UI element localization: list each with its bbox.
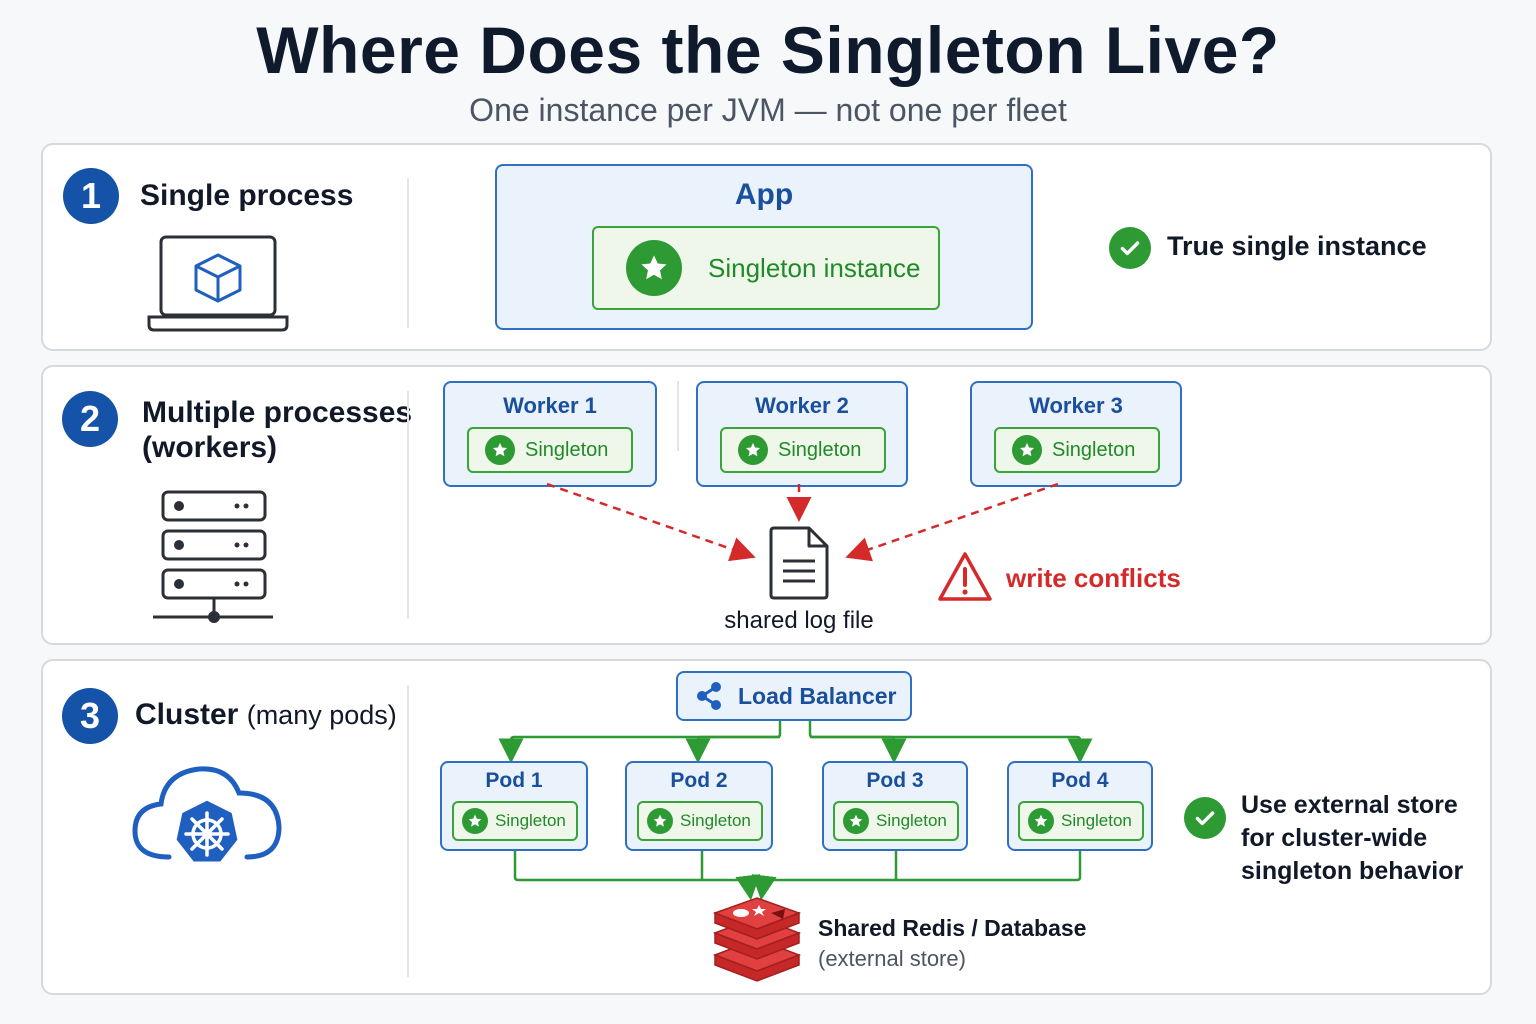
worker-box: Worker 3 Singleton (970, 381, 1182, 487)
star-icon (843, 808, 869, 834)
panel-divider (677, 381, 679, 451)
step-number-3: 3 (62, 688, 118, 744)
singleton-label: Singleton (495, 811, 566, 830)
worker-box: Worker 2 Singleton (696, 381, 908, 487)
document-icon (769, 526, 829, 600)
panel-title: Single process (140, 179, 354, 212)
star-icon (647, 808, 673, 834)
result-text: Use external store for cluster-wide sing… (1241, 789, 1463, 888)
star-icon (738, 435, 768, 465)
singleton-label: Singleton (876, 811, 947, 830)
panel-title-light: (many pods) (246, 700, 397, 730)
check-circle-icon (1109, 227, 1151, 269)
result-line: Use external store (1241, 791, 1458, 819)
pod-box: Pod 1 Singleton (440, 761, 588, 851)
singleton-box: Singleton (467, 427, 633, 473)
check-circle-icon (1184, 797, 1226, 839)
store-title: Shared Redis / Database (818, 915, 1087, 941)
server-rack-icon (153, 490, 273, 623)
app-label: App (734, 178, 794, 211)
singleton-label: Singleton (1061, 811, 1132, 830)
result-text: True single instance (1167, 231, 1427, 261)
redis-icon (712, 897, 802, 982)
panel-title: Cluster (many pods) (135, 697, 397, 733)
warning-triangle-icon (938, 552, 992, 601)
worker-label: Worker 3 (1029, 393, 1123, 418)
step-number-2: 2 (62, 391, 118, 447)
panel-cluster: 3 Cluster (many pods) (41, 659, 1492, 995)
load-balancer-box: Load Balancer (676, 671, 912, 721)
singleton-instance-label: Singleton instance (708, 252, 921, 283)
share-icon (697, 682, 721, 710)
singleton-box: Singleton (994, 427, 1160, 473)
singleton-label: Singleton (525, 438, 609, 461)
result-line: for cluster-wide (1241, 824, 1428, 852)
load-balancer-label: Load Balancer (738, 682, 897, 709)
singleton-box: Singleton (720, 427, 886, 473)
panel-title-bold: Cluster (135, 698, 239, 731)
laptop-cube-icon (147, 235, 289, 332)
warning-text: write conflicts (1006, 563, 1181, 593)
store-subtitle: (external store) (818, 946, 966, 971)
page-subtitle: One instance per JVM — not one per fleet (469, 92, 1067, 128)
page-title: Where Does the Singleton Live? (256, 13, 1280, 87)
singleton-box: Singleton (452, 801, 578, 841)
step-number-1: 1 (63, 168, 119, 224)
panel-single-process: 1 Single process App Singleton instance … (41, 143, 1492, 351)
pod-label: Pod 3 (866, 769, 924, 792)
singleton-label: Singleton (680, 811, 751, 830)
star-icon (1012, 435, 1042, 465)
pod-label: Pod 2 (670, 769, 728, 792)
pod-box: Pod 3 Singleton (822, 761, 968, 851)
pod-label: Pod 1 (485, 769, 543, 792)
star-icon (462, 808, 488, 834)
star-icon (485, 435, 515, 465)
panel-divider (407, 391, 409, 619)
singleton-label: Singleton (778, 438, 862, 461)
singleton-box: Singleton (1018, 801, 1144, 841)
panel-divider (407, 178, 409, 328)
pod-box: Pod 4 Singleton (1007, 761, 1153, 851)
star-icon (626, 240, 682, 296)
panel-title-line-1: Multiple processes (142, 396, 413, 429)
worker-box: Worker 1 Singleton (443, 381, 657, 487)
singleton-label: Singleton (1052, 438, 1136, 461)
worker-label: Worker 1 (503, 393, 597, 418)
result-line: singleton behavior (1241, 857, 1464, 885)
star-icon (1028, 808, 1054, 834)
shared-file-label: shared log file (724, 607, 874, 634)
singleton-box: Singleton (833, 801, 959, 841)
pod-label: Pod 4 (1051, 769, 1109, 792)
singleton-box: Singleton (637, 801, 763, 841)
panel-title-line-2: (workers) (142, 431, 278, 464)
singleton-instance-box: Singleton instance (592, 226, 940, 310)
panel-divider (407, 685, 409, 977)
kubernetes-cloud-icon (132, 766, 282, 865)
app-box: App Singleton instance (495, 164, 1033, 330)
worker-label: Worker 2 (755, 393, 849, 418)
panel-multiple-processes: 2 Multiple processes (workers) Worker 1 … (41, 365, 1492, 645)
pod-box: Pod 2 Singleton (625, 761, 773, 851)
